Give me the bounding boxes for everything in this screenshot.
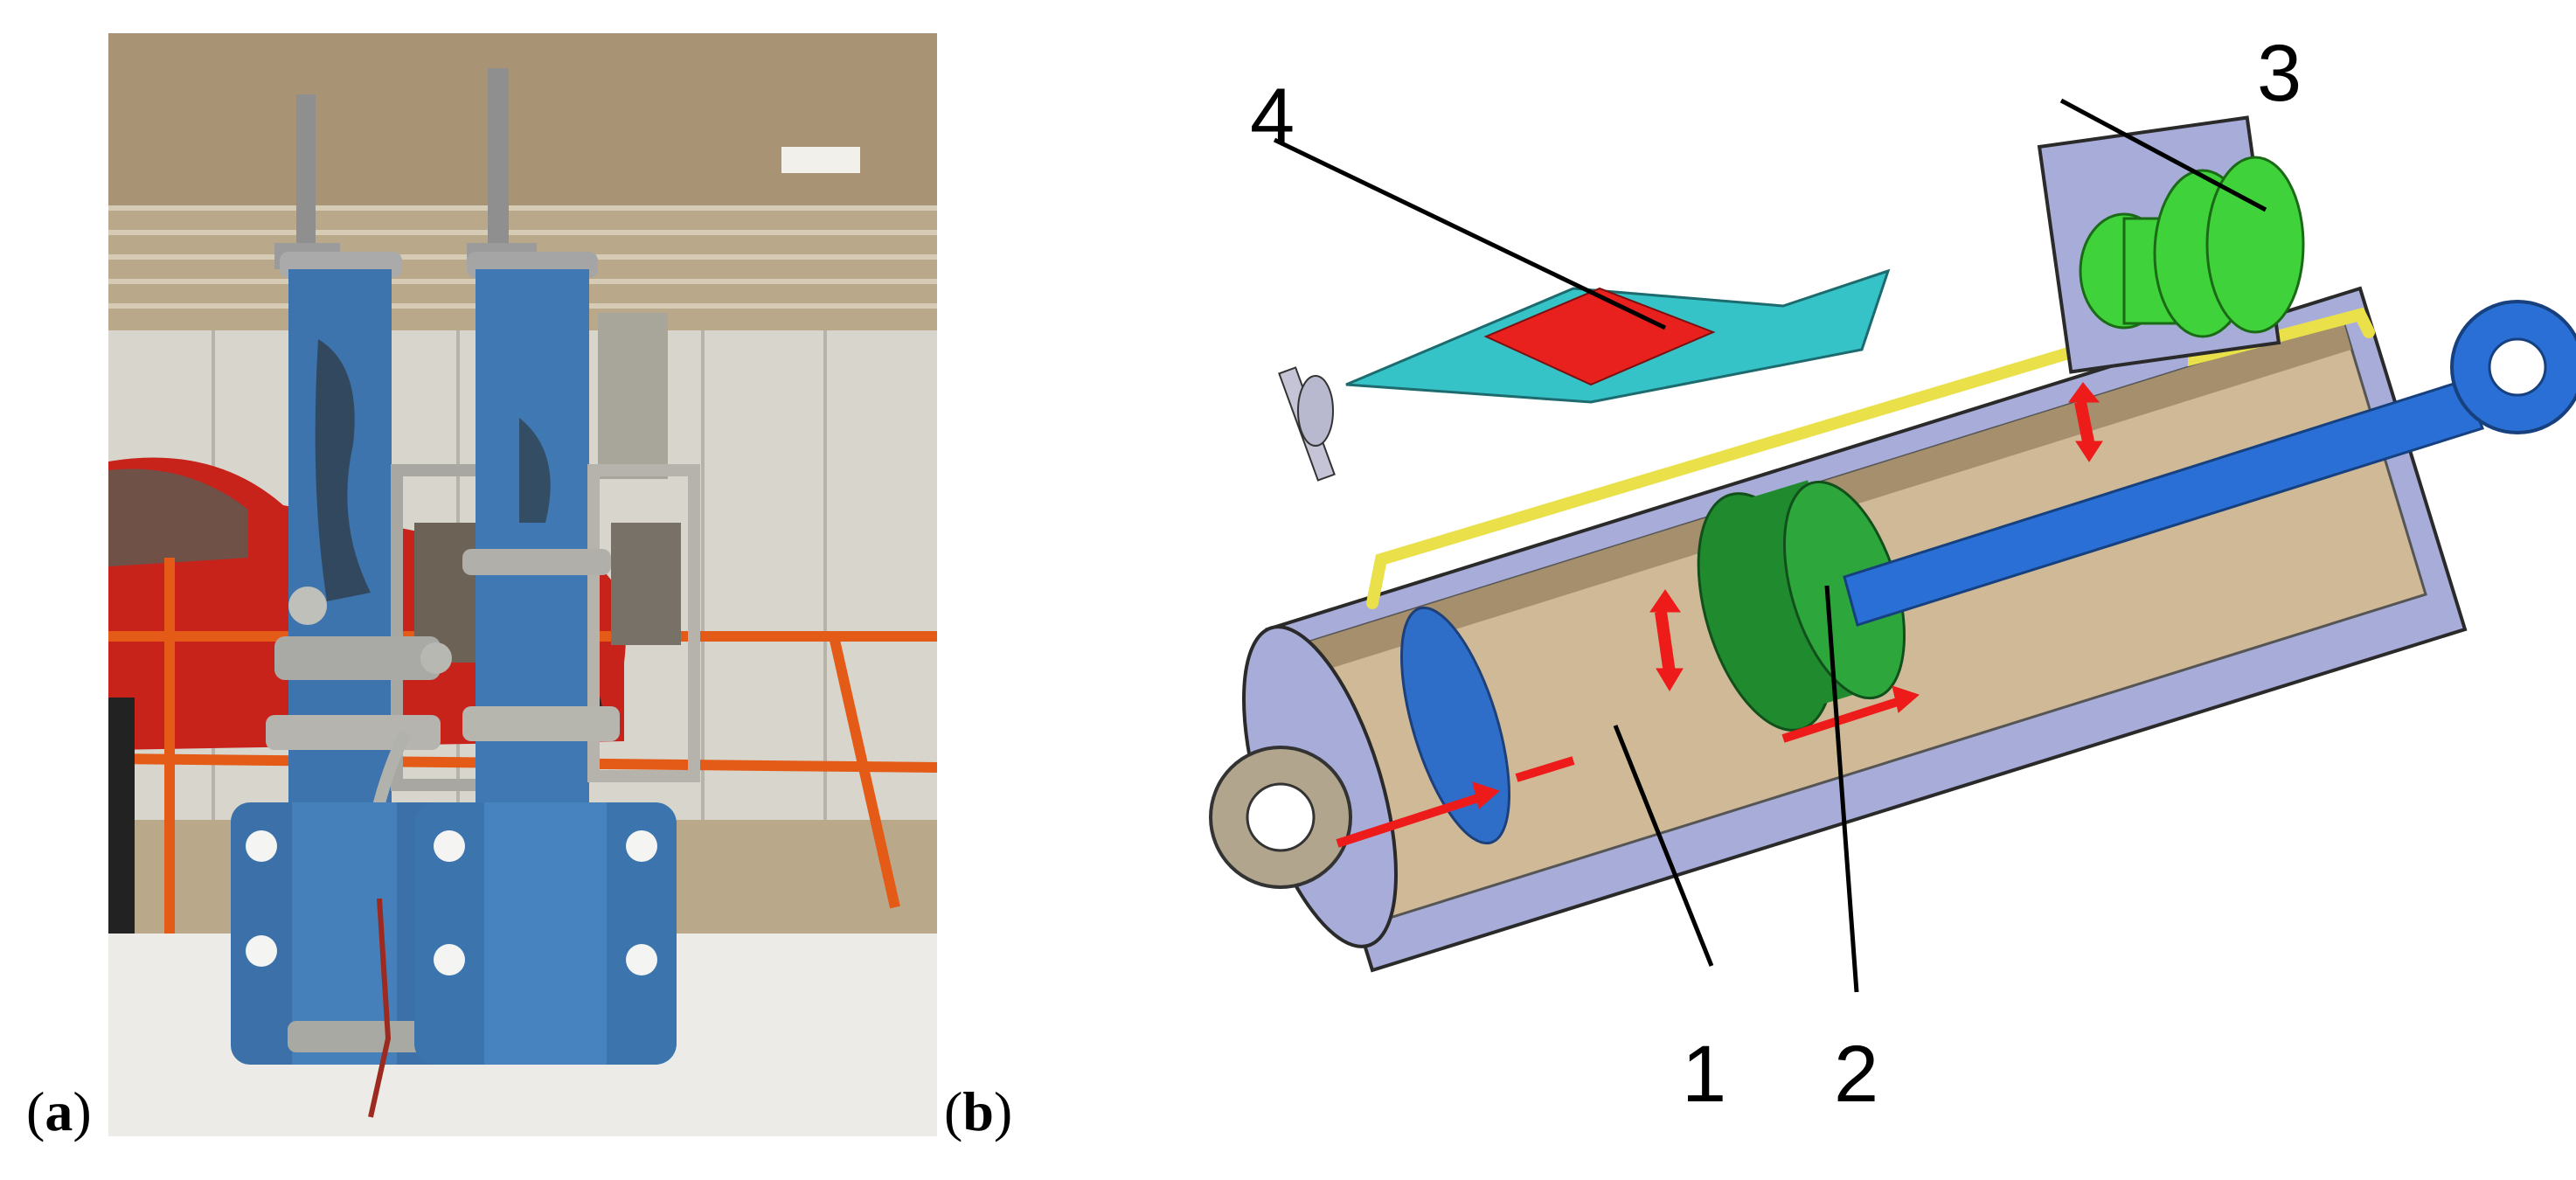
cylinder-housing: [1209, 286, 2576, 973]
damper-cutaway-diagram: 4 3 1 2: [1154, 0, 2576, 1180]
panel-label-a: (a): [26, 1080, 92, 1142]
panel-label-b: (b): [944, 1080, 1013, 1142]
callout-2: 2: [1834, 1030, 1878, 1119]
callout-1: 1: [1682, 1030, 1726, 1119]
callout-4: 4: [1250, 73, 1295, 162]
control-valve-block: [2037, 115, 2305, 374]
photo-shock-absorbers: [108, 33, 937, 1136]
photo-illustration: [108, 33, 937, 1136]
motion-arrows: [1336, 382, 2103, 848]
callout-3: 3: [2257, 29, 2302, 118]
mr-valve: [1278, 268, 1891, 482]
leader-lines: [1273, 98, 2267, 993]
